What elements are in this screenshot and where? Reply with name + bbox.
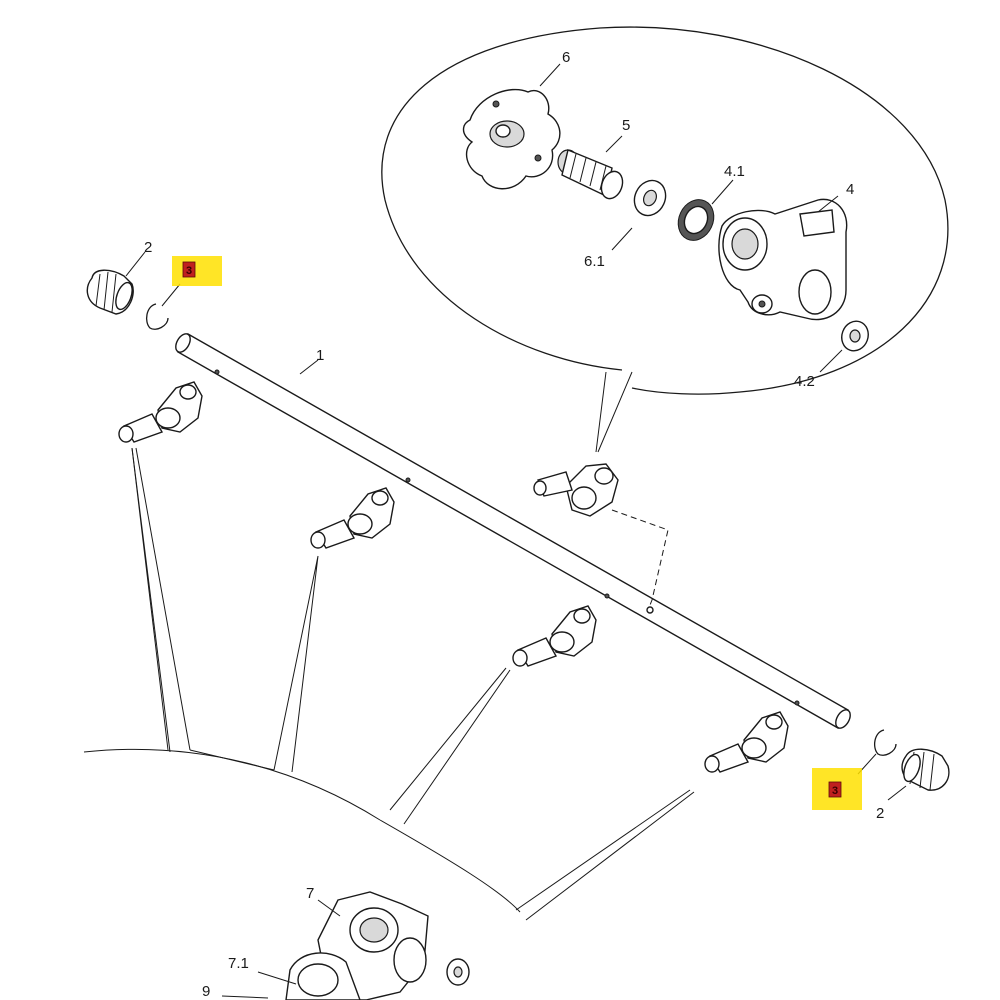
callout-3-right: 3 (832, 785, 838, 797)
nozzle-assembly-2 (310, 487, 395, 549)
callout-6: 6 (562, 49, 570, 66)
part-2-end-cap-right (901, 748, 950, 791)
highlight-callout-3-right (812, 768, 862, 810)
callout-4-1: 4.1 (724, 163, 745, 180)
part-1-boom-tube (175, 333, 851, 729)
callout-1: 1 (316, 347, 324, 364)
part-4-2-washer (841, 320, 869, 352)
detail-leader-lines (539, 63, 843, 373)
callout-2-left: 2 (144, 239, 152, 256)
nozzle-assembly-3 (512, 605, 597, 667)
callout-3-left: 3 (186, 265, 192, 277)
nozzle-assembly-detail (533, 463, 619, 517)
part-7-clamp-assembly (285, 891, 470, 1000)
nozzle-assembly-1 (118, 381, 203, 443)
part-3-ring-right (873, 729, 897, 756)
detail-view-ellipse (381, 26, 949, 453)
part-4-nozzle-body (718, 198, 848, 321)
leader-lines (125, 251, 907, 999)
callout-4-2: 4.2 (794, 373, 815, 390)
part-6-1-washer (633, 179, 667, 217)
dashed-assembly-path (611, 509, 669, 614)
nozzle-assembly-4 (704, 711, 789, 773)
part-6-knob (462, 88, 561, 190)
callout-9: 9 (202, 983, 210, 1000)
part-3-ring-left (145, 303, 169, 330)
highlight-callout-3-left (172, 256, 222, 286)
callout-7-1: 7.1 (228, 955, 249, 972)
callout-2-right: 2 (876, 805, 884, 822)
callout-7: 7 (306, 885, 314, 902)
callout-4: 4 (846, 181, 854, 198)
part-2-end-cap-left (86, 269, 134, 315)
callout-6-1: 6.1 (584, 253, 605, 270)
part-5-spring (557, 149, 624, 200)
callout-5: 5 (622, 117, 630, 134)
part-4-1-seal (677, 199, 715, 241)
fan-lines (83, 447, 695, 921)
